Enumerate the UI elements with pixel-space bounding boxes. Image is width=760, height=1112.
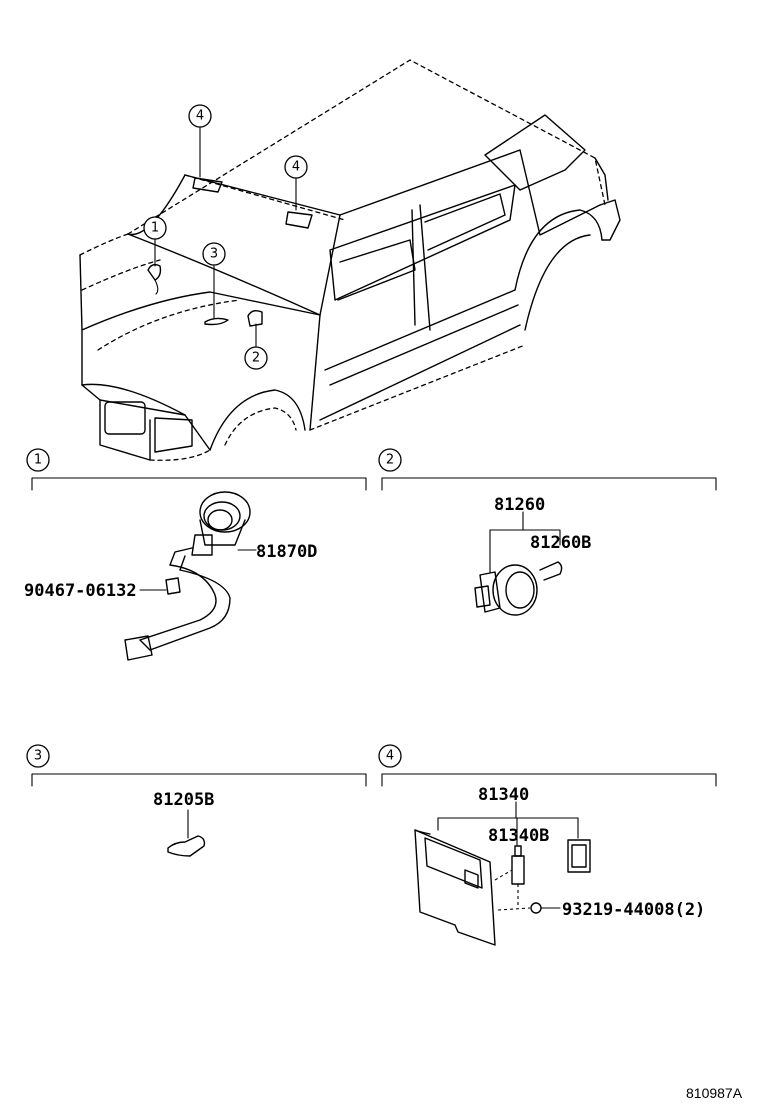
svg-text:3: 3 xyxy=(210,247,218,262)
part-number-81870D[interactable]: 81870D xyxy=(256,542,317,562)
overview-callout-2[interactable]: 2 xyxy=(244,346,268,370)
section-2-bracket xyxy=(381,477,717,491)
part-number-81340B[interactable]: 81340B xyxy=(488,826,549,846)
part-number-81260B[interactable]: 81260B xyxy=(530,533,591,553)
section-3-number: 3 xyxy=(34,749,42,764)
section-1-bracket xyxy=(31,477,367,491)
part-number-81340[interactable]: 81340 xyxy=(478,785,529,805)
overview-callout-4a[interactable]: 4 xyxy=(188,104,212,128)
section-3-bracket xyxy=(31,773,367,787)
part-number-81205B[interactable]: 81205B xyxy=(153,790,214,810)
section-1: 1 81870D 90467-06132 xyxy=(24,448,367,661)
section-1-number: 1 xyxy=(34,453,42,468)
svg-text:4: 4 xyxy=(292,160,300,175)
section-4-bracket xyxy=(381,773,717,787)
section-3: 3 81205B xyxy=(26,744,367,857)
svg-text:4: 4 xyxy=(196,109,204,124)
part-number-93219-44008[interactable]: 93219-44008(2) xyxy=(562,900,705,920)
section-4-circle xyxy=(378,744,402,768)
svg-text:1: 1 xyxy=(151,221,159,236)
section-2: 2 81260 81260B xyxy=(378,448,717,616)
overview-callout-3[interactable]: 3 xyxy=(202,242,226,266)
section-4: 4 81340 81340B 93219-44008(2) xyxy=(378,744,717,946)
section-4-number: 4 xyxy=(386,749,394,764)
figure-id: 810987A xyxy=(686,1085,743,1101)
section-2-number: 2 xyxy=(386,453,394,468)
svg-text:2: 2 xyxy=(252,351,260,366)
section-2-circle xyxy=(378,448,402,472)
overview-callout-4b[interactable]: 4 xyxy=(284,155,308,179)
part-number-90467-06132[interactable]: 90467-06132 xyxy=(24,581,137,601)
vehicle-illustration xyxy=(79,59,621,461)
horn-switch-assembly xyxy=(124,491,257,661)
part-number-81260[interactable]: 81260 xyxy=(494,495,545,515)
overview-callout-1[interactable]: 1 xyxy=(143,216,167,240)
section-1-circle xyxy=(26,448,50,472)
section-3-circle xyxy=(26,744,50,768)
socket-assembly xyxy=(474,511,563,616)
bulb-81205B xyxy=(167,809,206,857)
map-lamp-assembly xyxy=(414,801,591,946)
